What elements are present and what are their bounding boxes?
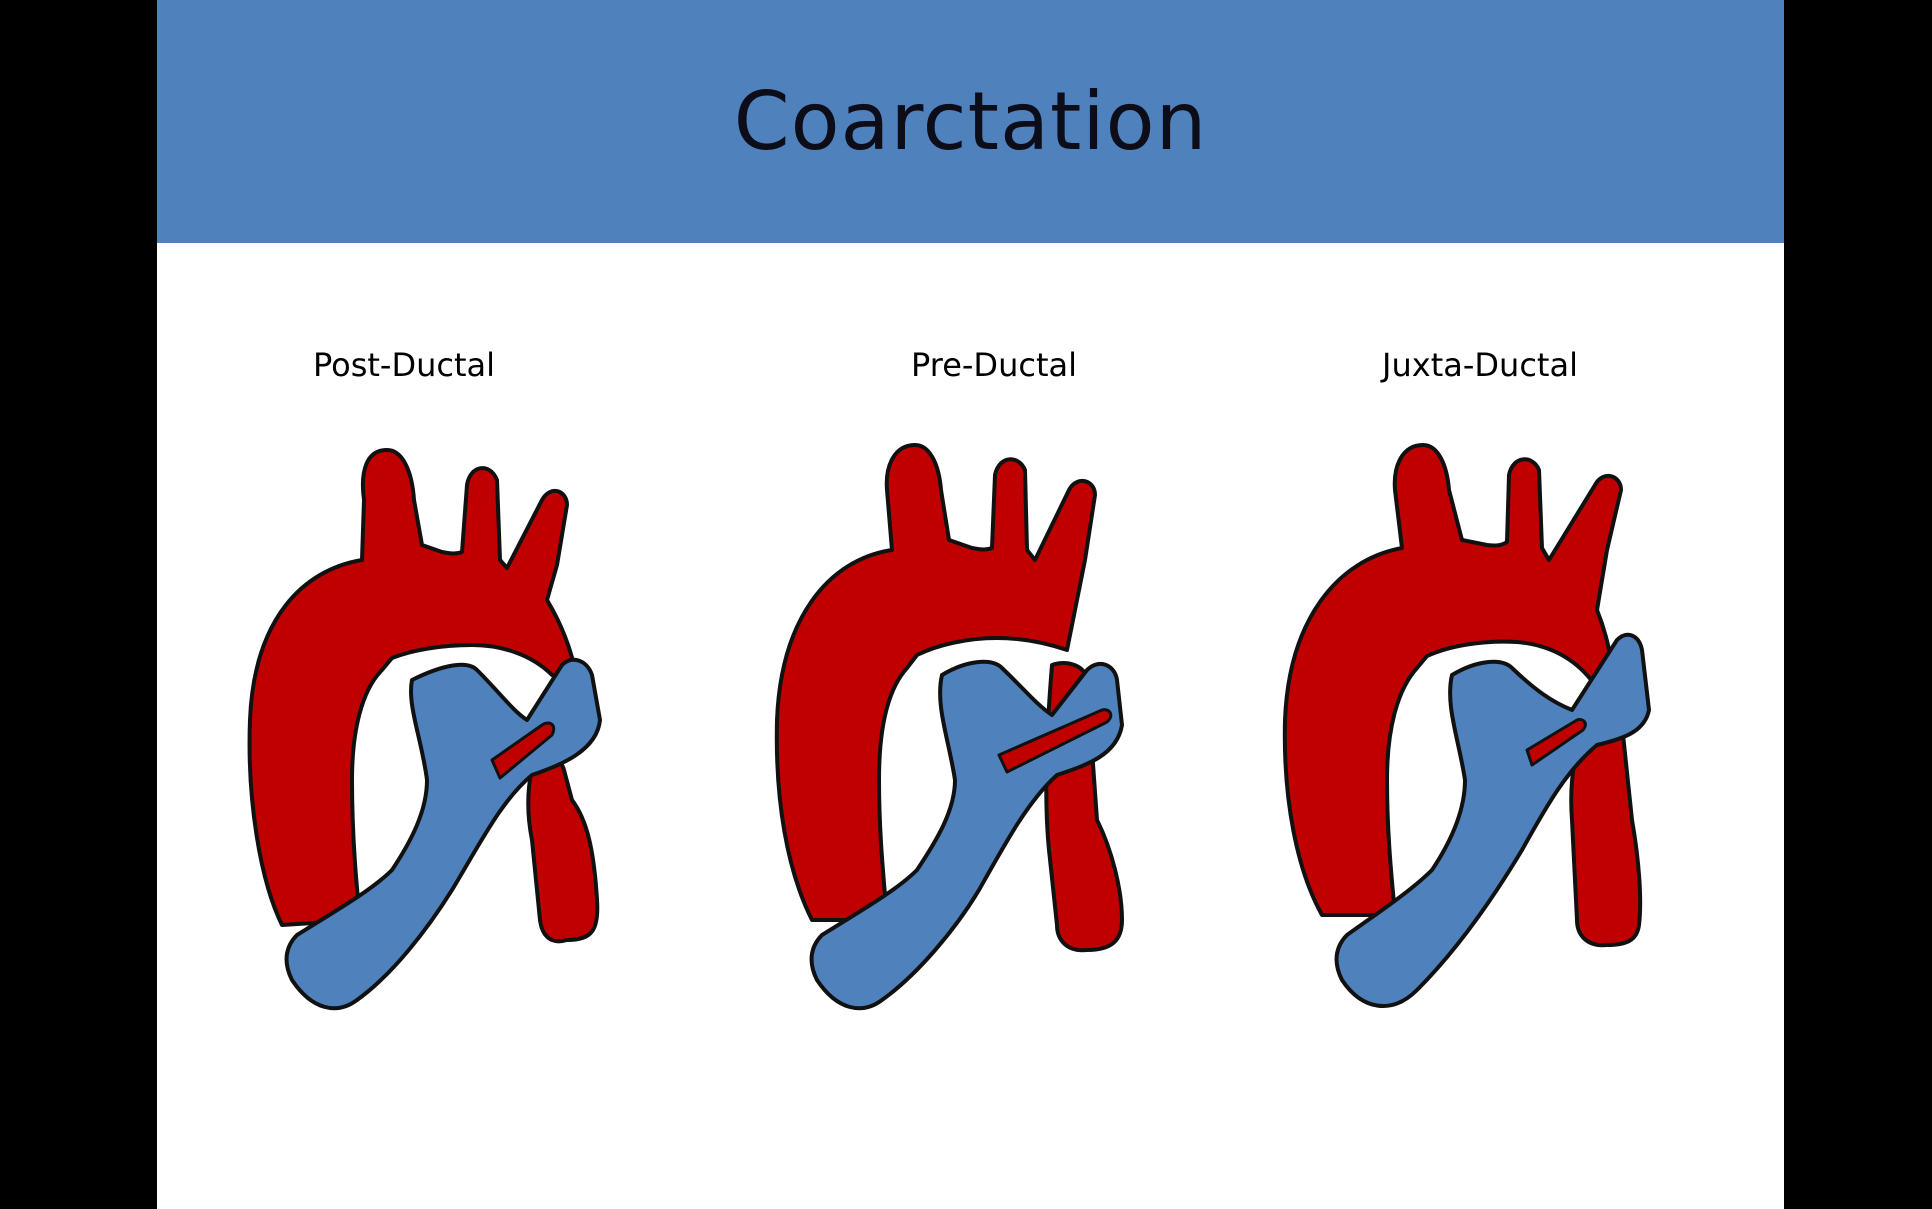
ductus-arteriosus — [490, 721, 556, 780]
ductus-arteriosus — [997, 708, 1113, 774]
label-pre-ductal: Pre-Ductal — [911, 346, 1077, 384]
post-ductal-heart-illustration — [247, 448, 602, 1011]
aorta — [1282, 443, 1623, 917]
diagram-post-ductal — [242, 420, 712, 1080]
diagram-pre-ductal — [767, 420, 1237, 1080]
label-juxta-ductal: Juxta-Ductal — [1382, 346, 1578, 384]
aorta — [247, 448, 579, 927]
diagram-juxta-ductal — [1277, 420, 1747, 1080]
pre-ductal-heart-illustration — [774, 443, 1124, 1011]
descending-aorta — [526, 756, 600, 944]
juxta-ductal-heart-illustration — [1282, 443, 1651, 1008]
slide-title: Coarctation — [733, 75, 1208, 168]
slide: Coarctation Post-Ductal Pre-Ductal — [157, 0, 1784, 1209]
aorta — [774, 443, 1097, 922]
ductus-arteriosus — [1525, 718, 1587, 767]
title-bar: Coarctation — [157, 0, 1784, 243]
label-post-ductal: Post-Ductal — [312, 346, 496, 384]
